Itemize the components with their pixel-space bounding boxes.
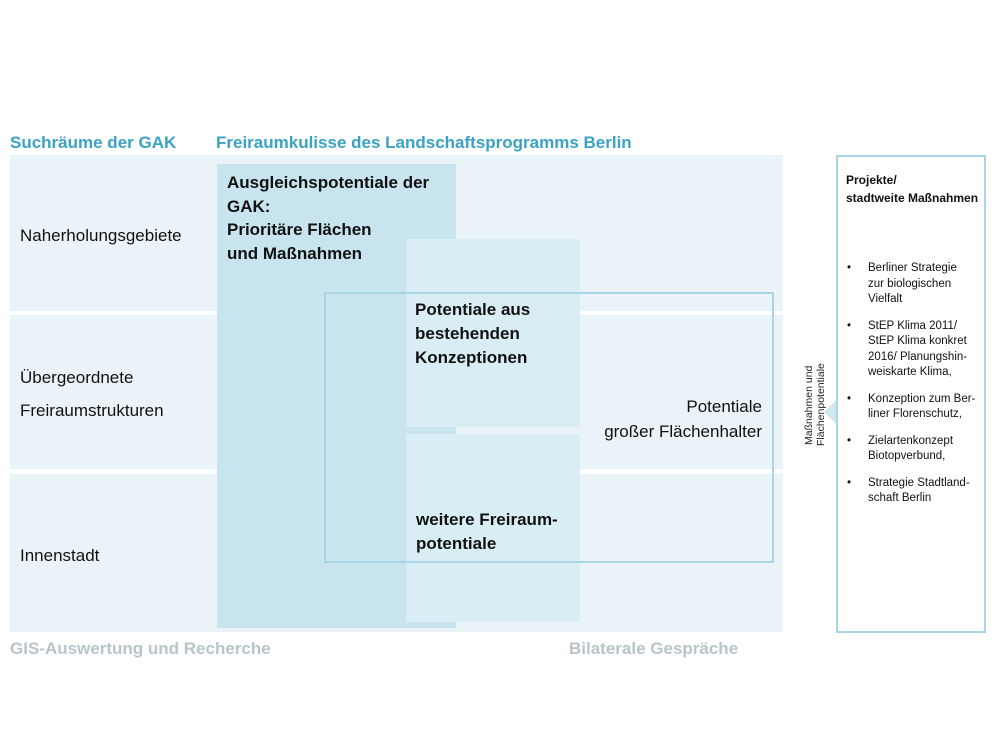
vertical-label-massnahmen: Maßnahmen und Flächenpotentiale (803, 350, 827, 460)
gak-line-2: GAK: (227, 196, 271, 216)
arrow-left-icon (824, 400, 836, 424)
weitere-line-1: weitere Freiraum- (416, 510, 558, 529)
footer-gis-auswertung: GIS-Auswertung und Recherche (10, 639, 271, 658)
panel-title-line-1: Projekte/ (846, 173, 897, 187)
weitere-text: weitere Freiraum- potentiale (416, 508, 558, 556)
panel-title: Projekte/ stadtweite Maßnahmen (846, 171, 978, 207)
gak-line-4: und Maßnahmen (227, 243, 363, 263)
list-item: • Strategie Stadtland-schaft Berlin (847, 476, 970, 505)
row-label-innenstadt: Innenstadt (20, 546, 100, 565)
frame-grosse-flaechenhalter (324, 292, 774, 563)
bullet-icon: • (847, 434, 852, 447)
flaechenhalter-text: Potentiale großer Flächenhalter (560, 394, 762, 444)
vertical-label-line-1: Maßnahmen und (803, 365, 815, 445)
flaechenhalter-line-2: großer Flächenhalter (604, 422, 762, 441)
bestehende-text: Potentiale aus bestehenden Konzeptionen (415, 298, 530, 370)
bestehend-line-1: Potentiale aus (415, 300, 531, 319)
box-weitere-freiraumpotentiale (406, 434, 580, 622)
panel-projekte: Projekte/ stadtweite Maßnahmen • Berline… (836, 155, 986, 633)
bullet-icon: • (847, 476, 852, 489)
box-bestehende-konzeptionen (406, 239, 580, 427)
panel-title-line-2: stadtweite Maßnahmen (846, 191, 979, 205)
row-label-freiraumstrukturen: Freiraumstrukturen (20, 401, 164, 420)
gak-line-3: Prioritäre Flächen (227, 220, 372, 239)
gak-box-text: Ausgleichspotentiale der GAK: Prioritäre… (227, 171, 429, 265)
bestehend-line-2: bestehenden (415, 324, 520, 343)
flaechenhalter-line-1: Potentiale (686, 397, 762, 416)
bestehend-line-3: Konzeptionen (415, 348, 528, 367)
vertical-label-line-2: Flächenpotentiale (815, 363, 827, 447)
bullet-icon: • (847, 262, 852, 274)
row-label-uebergeordnete: Übergeordnete (20, 368, 134, 387)
bullet-icon: • (847, 319, 852, 332)
gak-line-1: Ausgleichspotentiale der (227, 173, 430, 192)
header-gak: Suchräume der GAK (10, 133, 177, 152)
bullet-icon: • (847, 392, 852, 405)
header-freiraumkulisse: Freiraumkulisse des Landschaftsprogramms… (216, 133, 632, 152)
footer-bilaterale-gespraeche: Bilaterale Gespräche (569, 639, 739, 658)
row-label-naherholung: Naherholungsgebiete (20, 226, 182, 245)
weitere-line-2: potentiale (416, 534, 497, 553)
list-item: • Konzeption zum Ber-liner Florenschutz, (847, 392, 976, 421)
